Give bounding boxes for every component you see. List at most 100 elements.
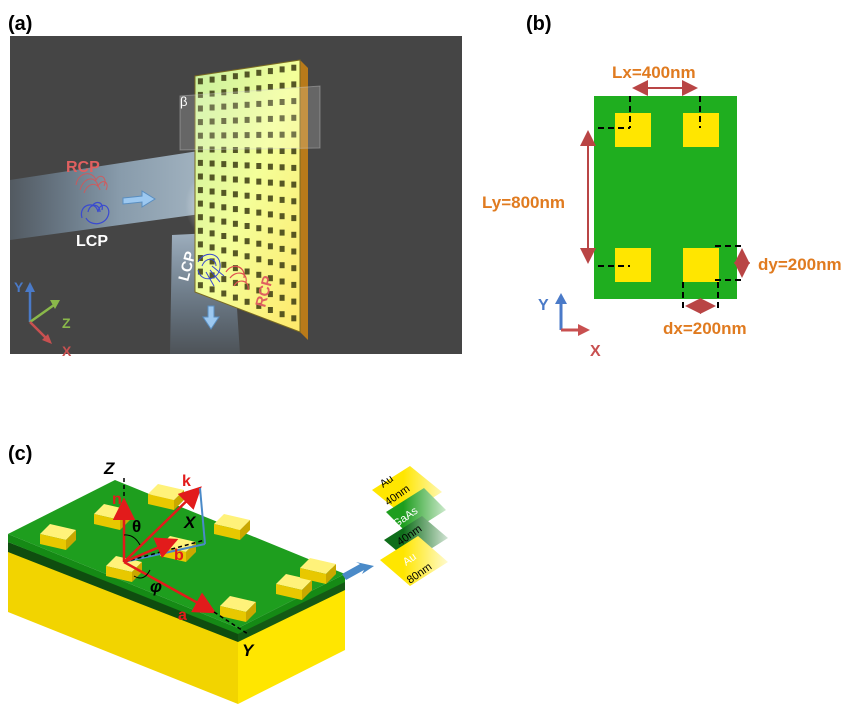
plate-unit-cell xyxy=(209,272,215,279)
plate-unit-cell xyxy=(221,146,227,153)
plate-unit-cell xyxy=(244,238,250,245)
plate-unit-cell xyxy=(256,209,262,216)
lcp-out-symbol xyxy=(197,253,225,287)
theta-label: θ xyxy=(132,517,141,536)
plate-unit-cell xyxy=(232,206,238,213)
plate-unit-cell xyxy=(244,253,250,260)
plate-unit-cell xyxy=(221,103,227,110)
plate-unit-cell xyxy=(256,178,262,185)
plate-unit-cell xyxy=(209,230,215,237)
plate-unit-cell xyxy=(232,294,238,301)
dimension-arrows xyxy=(580,80,750,314)
plate-unit-cell xyxy=(244,192,250,199)
plate-unit-cell xyxy=(197,91,203,98)
plate-unit-cell xyxy=(267,227,273,234)
slab-antenna-face xyxy=(148,494,174,510)
plate-unit-cell xyxy=(267,243,273,250)
plate-unit-cell xyxy=(221,118,227,124)
plate-unit-cell xyxy=(279,148,285,154)
plate-unit-cell xyxy=(232,220,238,227)
plate-unit-cell xyxy=(256,194,262,201)
plate-unit-cell xyxy=(279,278,285,285)
slab-antenna-face xyxy=(106,566,132,582)
plate-unit-cell xyxy=(244,283,250,290)
beta-plane xyxy=(179,85,321,151)
plate-unit-cell xyxy=(267,115,273,122)
plate-unit-cell xyxy=(244,177,250,184)
plate-unit-cell xyxy=(291,298,297,305)
plate-unit-cell xyxy=(197,146,203,153)
b-vector-label: b xyxy=(174,547,184,564)
plate-unit-cell xyxy=(279,82,285,89)
plate-unit-cell xyxy=(232,161,238,168)
plate-unit-cell xyxy=(267,131,273,138)
plate-unit-cell xyxy=(209,188,215,195)
plate-unit-cell xyxy=(232,102,238,109)
axes-b xyxy=(555,293,590,336)
lcp-in-label: LCP xyxy=(76,233,108,250)
plate-unit-cell xyxy=(197,241,203,248)
dy-label: dy=200nm xyxy=(758,255,842,274)
plate-unit-cell xyxy=(232,147,238,153)
panel-b-label: (b) xyxy=(526,13,552,35)
plate-unit-cell xyxy=(279,99,285,105)
plate-unit-cell xyxy=(256,287,262,294)
slab-antenna-face xyxy=(246,602,256,622)
plate-unit-cell xyxy=(209,146,215,153)
beta-label: β xyxy=(180,94,187,109)
plate-unit-cell xyxy=(279,229,285,236)
plate-unit-cell xyxy=(244,162,250,169)
dx-label: dx=200nm xyxy=(663,319,747,338)
slab-antenna-face xyxy=(326,564,336,584)
plate-unit-cell xyxy=(244,116,250,123)
slab-antenna-face xyxy=(94,514,120,530)
plate-unit-cell xyxy=(279,262,285,269)
slab-antenna-face xyxy=(214,514,250,530)
axes-triad-a xyxy=(25,282,60,344)
plate-unit-cell xyxy=(197,159,203,166)
plate-unit-cell xyxy=(244,268,250,275)
panel-c-label: (c) xyxy=(8,443,32,465)
z-axis-label: Z xyxy=(103,459,115,478)
plate-unit-cell xyxy=(197,173,203,180)
plate-unit-cell xyxy=(209,160,215,167)
plate-unit-cell xyxy=(197,105,203,112)
plate-unit-cell xyxy=(232,235,238,242)
plate-unit-cell xyxy=(209,216,215,223)
plate-unit-cell xyxy=(232,73,238,80)
plate-unit-cell xyxy=(244,147,250,154)
plate-unit-cell xyxy=(256,271,262,278)
slab-antenna-face xyxy=(214,524,240,540)
plate-unit-cell xyxy=(256,240,262,247)
plate-unit-cell xyxy=(279,245,285,252)
plate-unit-cell xyxy=(279,115,285,122)
plate-unit-cell xyxy=(291,98,297,105)
plate-unit-cell xyxy=(221,132,227,139)
reflected-arrow xyxy=(202,305,220,330)
plate-unit-cell xyxy=(256,163,262,169)
axis-z-label-a: Z xyxy=(62,315,71,331)
plate-unit-cell xyxy=(291,215,297,222)
axis-y-label-a: Y xyxy=(14,279,24,295)
plate-unit-cell xyxy=(221,247,227,254)
slab-antenna-face xyxy=(240,520,250,540)
plate-unit-cell xyxy=(209,244,215,251)
plate-unit-cell xyxy=(197,268,203,275)
plate-unit-cell xyxy=(267,163,273,170)
y-axis-label-c: Y xyxy=(242,641,255,660)
plate-unit-cell xyxy=(279,311,285,318)
slab-antenna-face xyxy=(148,484,184,500)
plate-unit-cell xyxy=(232,191,238,198)
plate-unit-cell xyxy=(291,64,297,71)
plate-unit-cell xyxy=(232,250,238,257)
plate-unit-cell xyxy=(291,131,297,138)
plate-unit-cell xyxy=(221,233,227,239)
plate-unit-cell xyxy=(291,164,297,171)
slab-spacer-front xyxy=(8,542,238,642)
plate-unit-cell xyxy=(197,78,203,85)
plate-unit-cell xyxy=(279,164,285,171)
plate-unit-cell xyxy=(256,256,262,263)
slab-antenna-face xyxy=(220,596,256,612)
plate-unit-cell xyxy=(221,74,227,81)
